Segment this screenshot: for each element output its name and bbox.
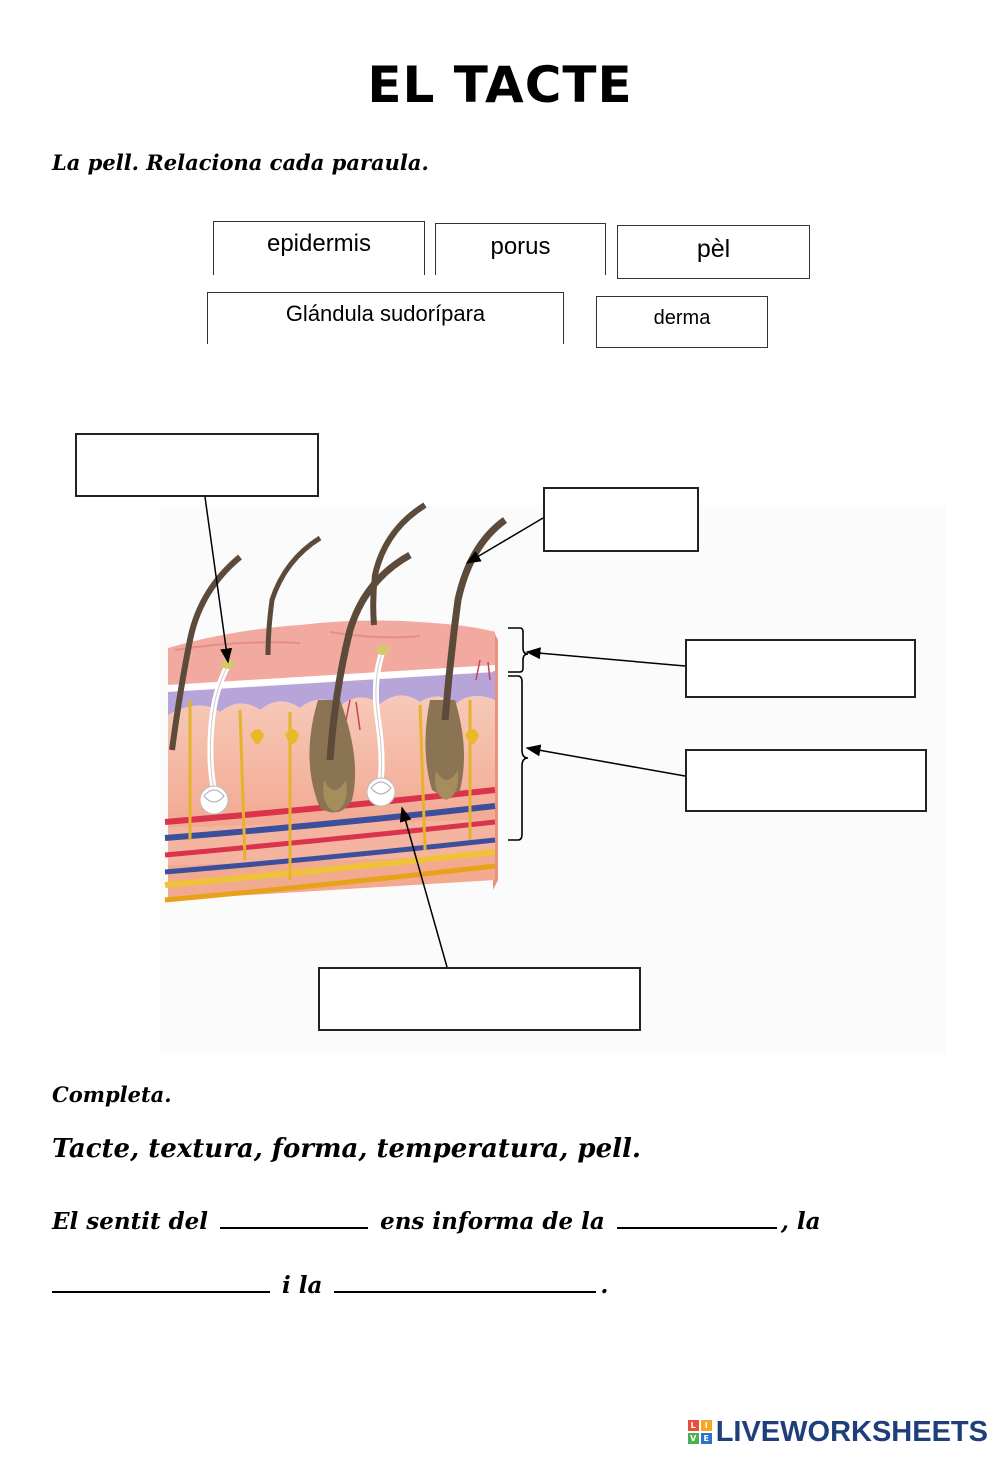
word-tile-glandula-sudoripara[interactable]: Glándula sudorípara (207, 292, 564, 344)
answer-box-pore[interactable] (75, 433, 319, 497)
logo-letter: L (687, 1420, 699, 1431)
dermis-brace (508, 675, 529, 841)
hair-leader-line (465, 517, 544, 564)
word-tile-label: pèl (696, 235, 731, 263)
sentence-text: El sentit del (52, 1208, 209, 1235)
pore-leader-line (204, 496, 233, 664)
match-instruction: La pell. Relaciona cada paraula. (52, 150, 429, 175)
blank-input-4[interactable] (334, 1290, 597, 1293)
word-tile-label: Glándula sudorípara (285, 301, 486, 326)
word-tile-label: epidermis (266, 230, 372, 257)
page-title: EL TACTE (367, 56, 633, 114)
answer-box-dermis[interactable] (685, 749, 927, 812)
blank-input-3[interactable] (52, 1290, 270, 1293)
skin-block-illustration (164, 502, 508, 903)
word-tile-label: porus (490, 233, 551, 260)
gland-leader-line (399, 806, 448, 968)
blank-input-2[interactable] (616, 1226, 777, 1229)
sentence-text: , la (780, 1208, 821, 1235)
complete-instruction: Completa. (52, 1082, 172, 1107)
blank-input-1[interactable] (220, 1226, 369, 1229)
answer-box-hair[interactable] (543, 487, 699, 552)
epidermis-leader-line (525, 647, 686, 667)
logo-letter: I (700, 1420, 712, 1431)
word-tile-epidermis[interactable]: epidermis (213, 221, 425, 275)
sentence-line-1: El sentit del ens informa de la , la (52, 1208, 820, 1235)
logo-letter: E (700, 1433, 712, 1444)
answer-box-sweat-gland[interactable] (318, 967, 641, 1031)
sentence-text: i la (282, 1272, 323, 1299)
word-tile-porus[interactable]: porus (435, 223, 606, 275)
answer-box-epidermis[interactable] (685, 639, 916, 698)
sentence-line-2: i la . (52, 1272, 608, 1299)
epidermis-brace (508, 627, 529, 673)
word-tile-label: derma (653, 307, 711, 329)
word-tile-pel[interactable]: pèl (617, 225, 810, 279)
sentence-text: ens informa de la (380, 1208, 605, 1235)
brand-name: LIVEWORKSHEETS (715, 1415, 988, 1448)
liveworksheets-logo: L I V E LIVEWORKSHEETS (687, 1414, 988, 1450)
word-list: Tacte, textura, forma, temperatura, pell… (52, 1134, 641, 1164)
sentence-text: . (600, 1272, 609, 1299)
dermis-leader-line (525, 744, 686, 777)
logo-letter: V (687, 1433, 699, 1444)
word-tile-derma[interactable]: derma (596, 296, 768, 348)
logo-icon: L I V E (687, 1420, 712, 1444)
